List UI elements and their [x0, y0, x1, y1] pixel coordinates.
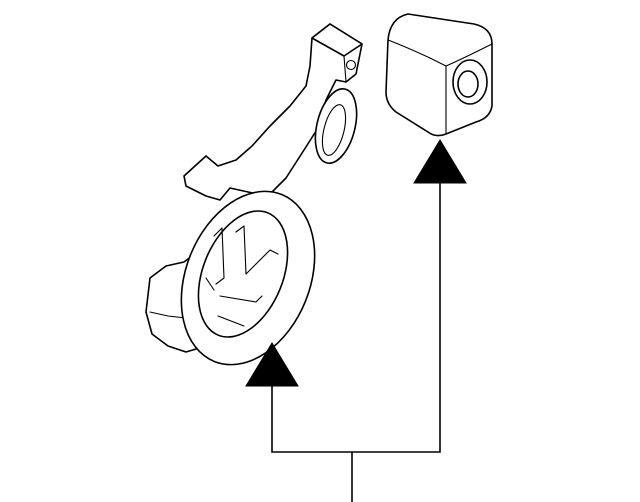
callout-leaders: [271, 182, 441, 502]
bracket-tab: [311, 23, 363, 57]
bracket-part: [145, 23, 363, 366]
camera-part: [385, 13, 493, 137]
arm-boss: [314, 88, 358, 164]
mount-hole: [345, 59, 357, 71]
arrow-camera: [413, 139, 467, 184]
arrow-bracket: [245, 342, 299, 387]
leader-camera: [352, 182, 441, 453]
bracket-arm: [183, 23, 363, 201]
camera-body: [385, 13, 493, 137]
lens-inner: [457, 70, 479, 98]
ring-inner: [197, 210, 289, 338]
leader-bracket: [271, 384, 352, 453]
